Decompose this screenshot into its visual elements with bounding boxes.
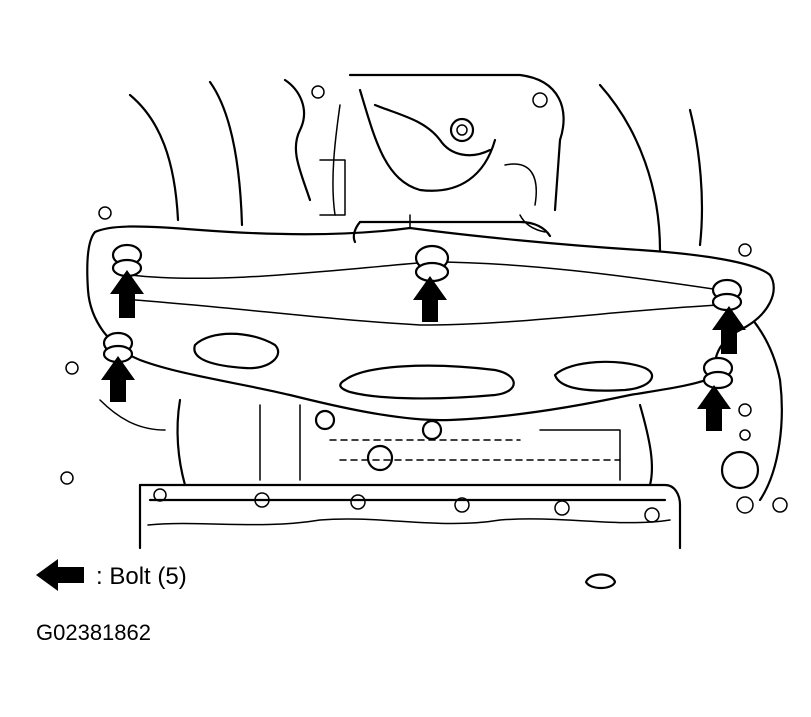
- up-arrow-icon: [413, 276, 447, 322]
- up-arrow-icon: [110, 270, 144, 318]
- bolt-arrows: [101, 270, 746, 431]
- oil-pan-outline: [138, 398, 682, 550]
- left-side-details: [60, 206, 166, 485]
- bolt: [702, 356, 734, 390]
- up-arrow-icon: [101, 356, 135, 402]
- bolt: [111, 243, 143, 278]
- up-arrow-icon: [697, 385, 731, 431]
- figure-code: G02381862: [36, 620, 151, 645]
- legend: : Bolt (5): [36, 559, 187, 591]
- bolt-group: [102, 243, 743, 390]
- legend-label: : Bolt (5): [96, 563, 187, 590]
- left-arrow-icon: [36, 559, 84, 591]
- engine-block-outline: [128, 73, 704, 252]
- bolt: [102, 331, 134, 364]
- up-arrow-icon: [712, 306, 746, 354]
- bolt: [711, 278, 743, 312]
- bracket: [86, 104, 775, 422]
- bolt: [414, 244, 450, 283]
